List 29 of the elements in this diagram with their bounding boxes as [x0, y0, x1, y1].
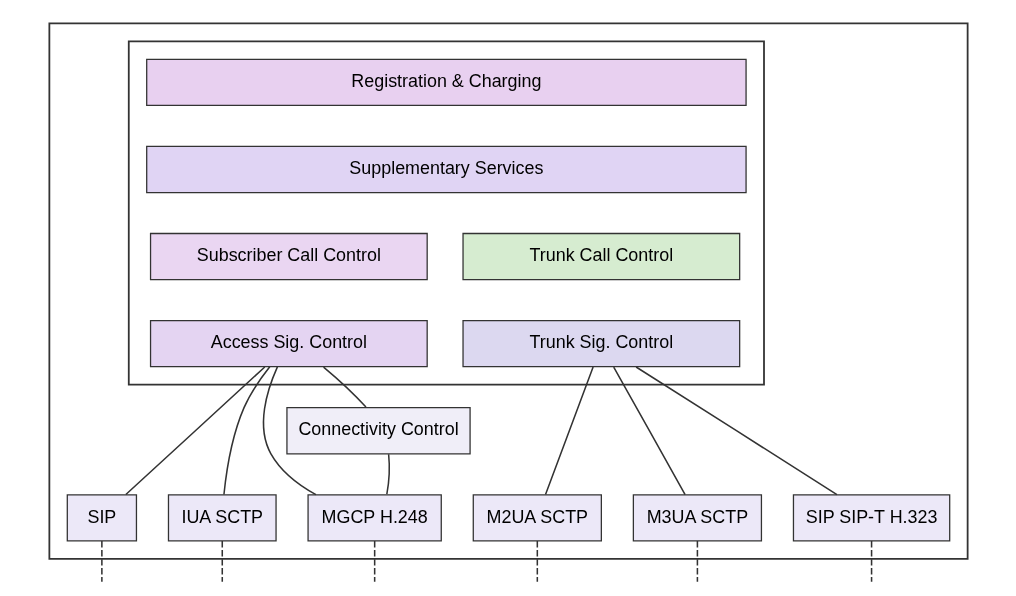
connector [222, 366, 270, 496]
connector [544, 366, 594, 496]
node-box: M3UA SCTP [632, 494, 762, 542]
connector [262, 366, 317, 496]
connector [634, 366, 838, 496]
cluster [127, 40, 765, 386]
node-box: Trunk Sig. Control [461, 319, 740, 368]
connector [696, 540, 698, 583]
connector [870, 540, 872, 583]
node-box: Connectivity Control [285, 407, 471, 455]
node-box: M2UA SCTP [472, 494, 602, 542]
connector [536, 540, 538, 583]
node-box: SIP [66, 494, 137, 542]
node-box: Trunk Call Control [461, 232, 740, 281]
connector [385, 453, 390, 495]
node-box: SIP SIP-T H.323 [792, 494, 950, 542]
connector [322, 366, 367, 408]
connector [124, 366, 266, 496]
node-box: Supplementary Services [145, 145, 747, 194]
node-box: Registration & Charging [145, 58, 747, 107]
connector [221, 540, 223, 583]
cluster [47, 22, 969, 560]
node-box: IUA SCTP [167, 494, 277, 542]
connector [373, 540, 375, 583]
connector [100, 540, 103, 583]
node-box: MGCP H.248 [306, 494, 442, 542]
node-box: Access Sig. Control [149, 319, 428, 368]
node-box: Subscriber Call Control [149, 232, 428, 281]
connector [612, 366, 686, 496]
